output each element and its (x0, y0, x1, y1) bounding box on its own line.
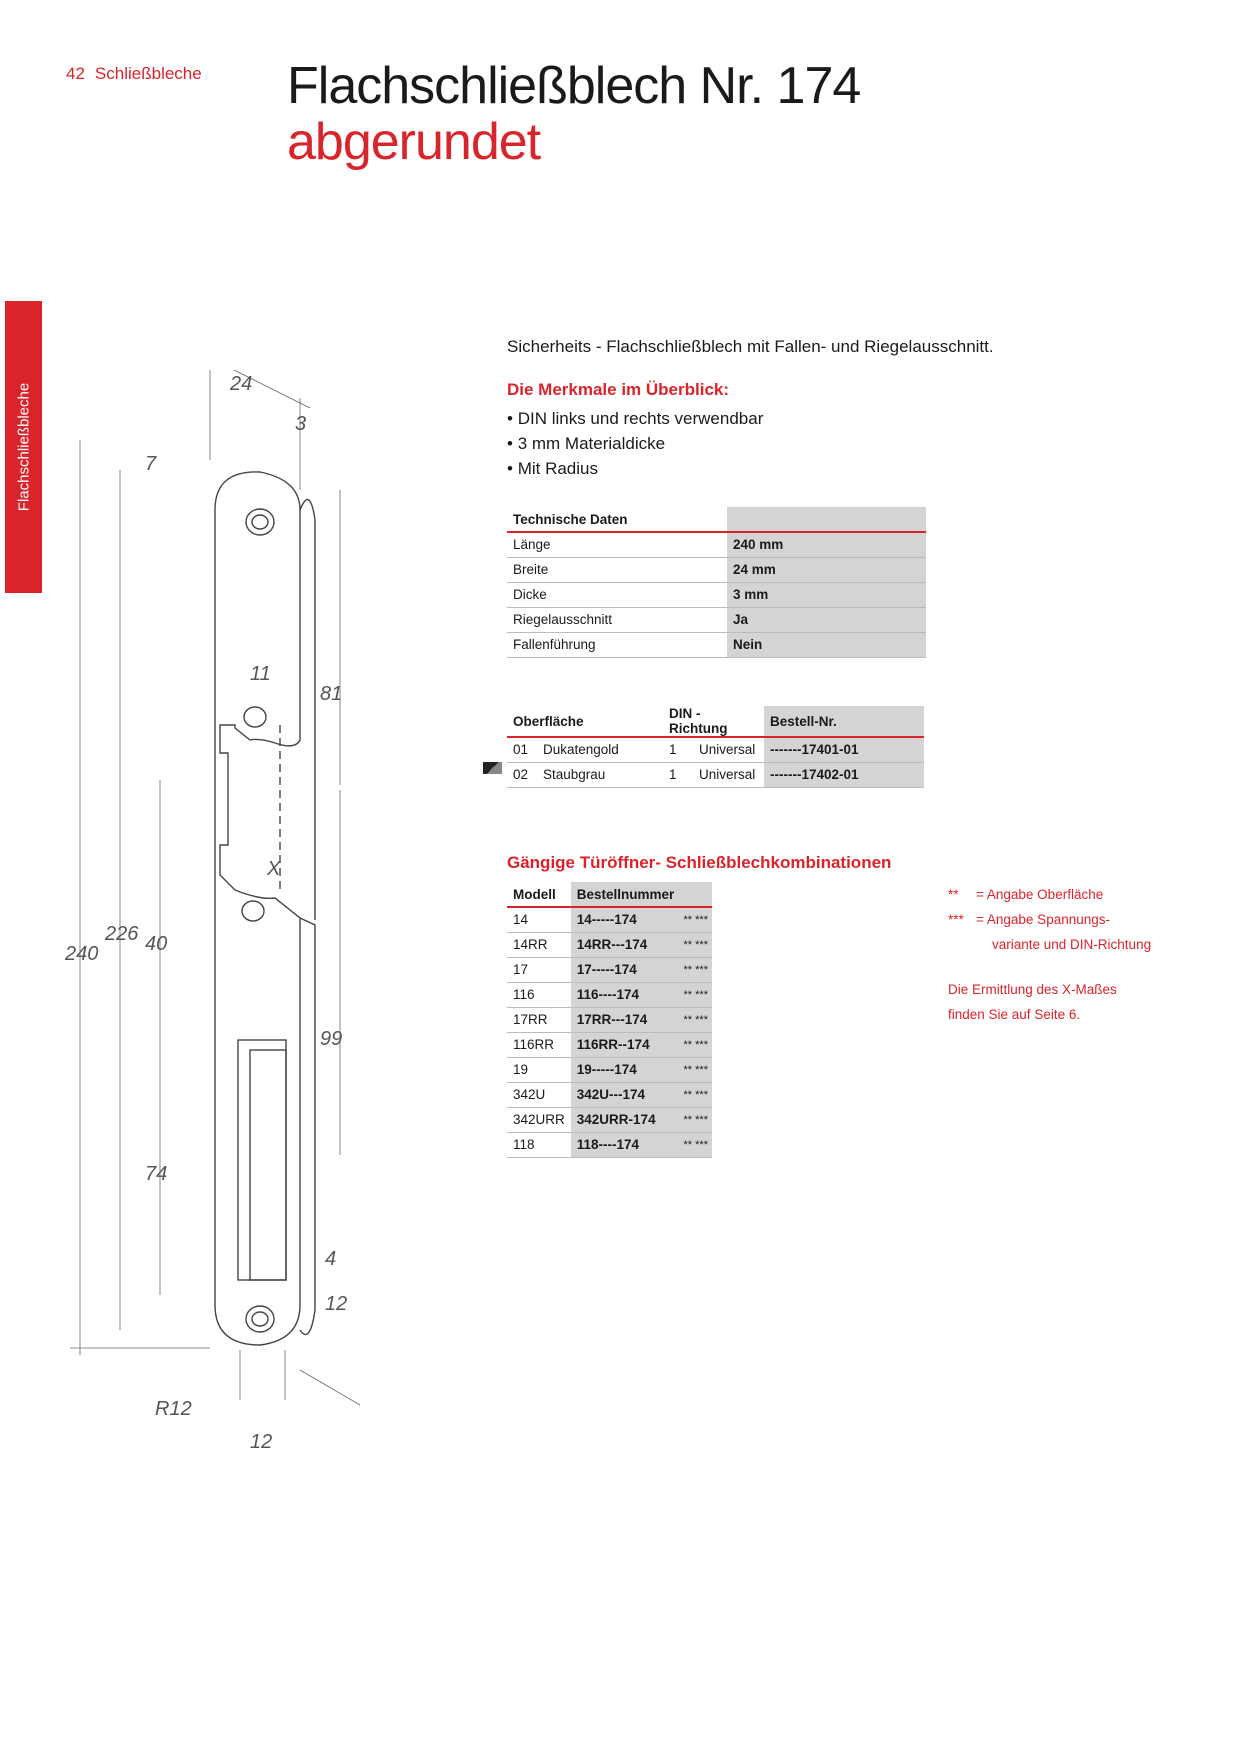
intro-text: Sicherheits - Flachschließblech mit Fall… (507, 337, 994, 356)
table-header: Oberfläche (507, 706, 663, 738)
features-title: Die Merkmale im Überblick: (507, 380, 730, 399)
table-header: Technische Daten (507, 507, 727, 533)
table-header: DIN - Richtung (663, 706, 764, 738)
feature-list: DIN links und rechts verwendbar 3 mm Mat… (507, 406, 764, 481)
table-row: 01 Dukatengold 1 Universal -------17401-… (507, 737, 924, 763)
middle-hole-1 (243, 706, 267, 728)
list-item: Mit Radius (507, 456, 763, 481)
dim-226: 226 (104, 923, 139, 945)
staubgrau-swatch (483, 762, 502, 774)
dim-7: 7 (145, 453, 157, 475)
title-line-1: Flachschließblech Nr. 174 (287, 57, 861, 115)
page-number: 42 (66, 64, 85, 83)
dim-40: 40 (145, 933, 167, 955)
bottom-hole (245, 1305, 275, 1333)
plate-outline (214, 471, 301, 1346)
side-tab-label: Flachschließbleche (15, 382, 32, 512)
footnotes: **= Angabe Oberfläche ***= Angabe Spannu… (948, 887, 1152, 1022)
page-title: Flachschließblech Nr. 174 abgerundet (287, 57, 861, 171)
plate-edge (299, 498, 316, 1336)
top-hole (245, 508, 275, 536)
section-name: Schließbleche (94, 64, 202, 83)
surface-table: Oberfläche DIN - Richtung Bestell-Nr. 01… (507, 706, 924, 788)
dim-24: 24 (229, 373, 252, 395)
dim-12a: 12 (325, 1293, 347, 1315)
combos-title: Gängige Türöffner- Schließblechkombinati… (507, 853, 892, 872)
breadcrumb: 42 Schließbleche (66, 64, 212, 84)
dim-240: 240 (64, 943, 98, 965)
title-line-2: abgerundet (287, 113, 541, 171)
dim-x: X (266, 858, 281, 880)
dim-81: 81 (320, 683, 342, 705)
table-row: 02 Staubgrau 1 Universal -------17402-01 (507, 762, 924, 788)
table-header: Bestell-Nr. (764, 706, 924, 738)
table-header: Bestellnummer (570, 882, 712, 908)
dim-4: 4 (325, 1248, 336, 1270)
dim-11: 11 (250, 663, 271, 685)
middle-hole-2 (241, 900, 265, 922)
table-header: Modell (507, 882, 571, 908)
dim-3: 3 (295, 413, 306, 435)
dim-r12: R12 (155, 1398, 192, 1420)
side-tab: Flachschließbleche (5, 301, 42, 593)
bolt-slot (237, 1039, 287, 1281)
list-item: 3 mm Materialdicke (507, 431, 763, 456)
technical-drawing: 24 3 7 11 81 X 240 226 40 99 74 4 12 R12… (64, 370, 361, 1453)
dim-99: 99 (320, 1028, 342, 1050)
dim-74: 74 (145, 1163, 167, 1185)
list-item: DIN links und rechts verwendbar (507, 406, 764, 431)
dim-12b: 12 (250, 1431, 272, 1453)
